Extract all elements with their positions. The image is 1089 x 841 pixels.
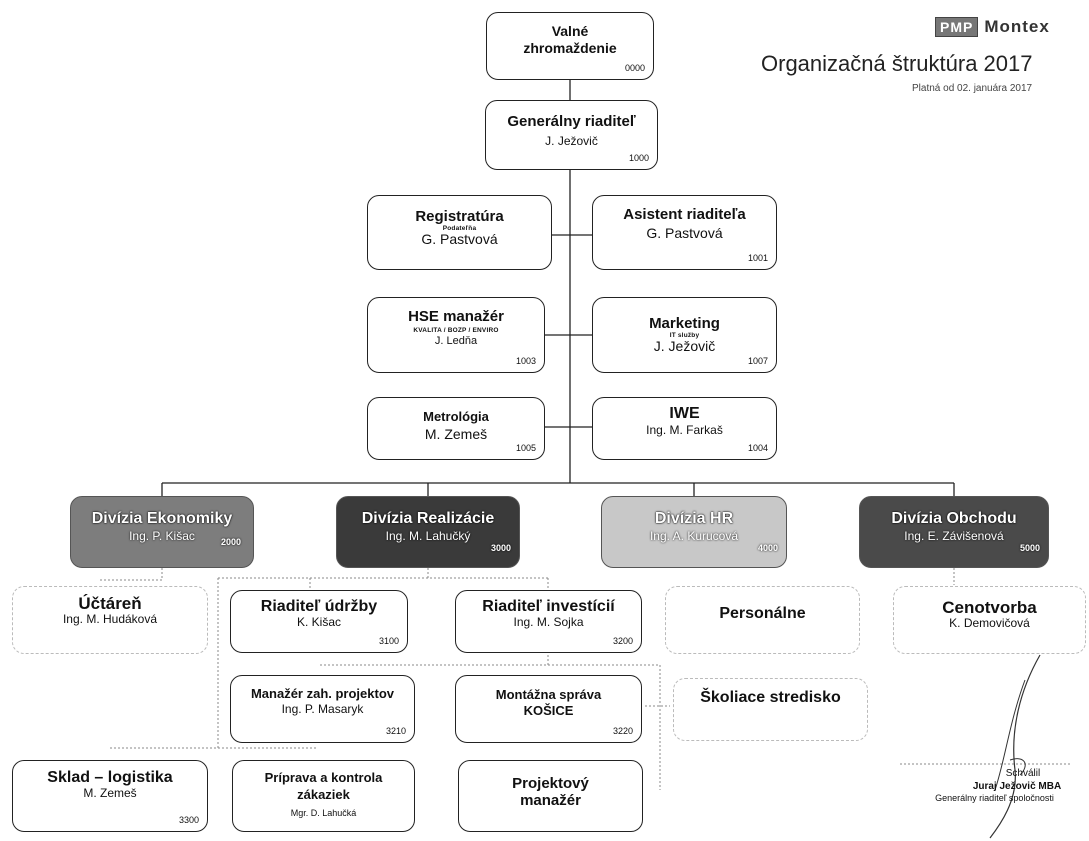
node-valne-zhromazdenie: Valné zhromaždenie 0000 [486,12,654,80]
division-title: Divízia HR [654,510,734,527]
division-code: 3000 [490,543,511,553]
brand-name: Montex [984,17,1050,36]
unit-personalne: Personálne [665,586,860,654]
node-name: J. Ježovič [545,134,598,148]
unit-name: M. Zemeš [83,786,137,800]
node-name: J. Ježovič [653,338,716,354]
unit-name: Mgr. D. Lahučká [290,808,357,818]
pmp-logo: PMP [935,17,979,37]
node-code: 1001 [747,253,768,263]
node-title: IWE [669,405,700,422]
unit-name: Ing. M. Hudáková [62,612,158,626]
node-title: Metrológia [423,409,489,424]
node-iwe: IWE Ing. M. Farkaš 1004 [592,397,777,460]
node-code: 1007 [747,356,768,366]
unit-name: KOŠICE [523,703,574,718]
node-sub: IT služby [669,332,700,339]
unit-uctaren: Účtáreň Ing. M. Hudáková [12,586,208,654]
unit-name: K. Demovičová [949,616,1030,630]
node-sub: Podateľňa [442,225,477,232]
node-generalny-riaditel: Generálny riaditeľ J. Ježovič 1000 [485,100,658,170]
unit-code: 3100 [378,636,399,646]
unit-code: 3220 [612,726,633,736]
unit-riaditel-udrzby: Riaditeľ údržby K. Kišac 3100 [230,590,408,653]
unit-manazer-zah-projektov: Manažér zah. projektov Ing. P. Masaryk 3… [230,675,415,743]
signature-mark [989,654,1041,839]
unit-title: Školiace stredisko [700,689,841,706]
division-ekonomiky: Divízia Ekonomiky Ing. P. Kišac 2000 [70,496,254,568]
node-metrologia: Metrológia M. Zemeš 1005 [367,397,545,460]
node-code: 1003 [515,356,536,366]
node-title: Valné zhromaždenie [523,23,617,56]
approval-label: Schválil [1005,768,1041,779]
division-obchodu: Divízia Obchodu Ing. E. Závišenová 5000 [859,496,1049,568]
header-brand: PMP Montex [935,14,1050,40]
unit-skoliace-stredisko: Školiace stredisko [673,678,868,741]
division-name: Ing. E. Závišenová [904,529,1004,543]
unit-riaditel-investicii: Riaditeľ investícií Ing. M. Sojka 3200 [455,590,642,653]
unit-priprava-kontrola: Príprava a kontrola zákaziek Mgr. D. Lah… [232,760,415,832]
unit-code: 3200 [612,636,633,646]
node-code: 1000 [628,153,649,163]
division-name: Ing. M. Lahučký [385,529,471,543]
node-title: HSE manažér [408,308,504,325]
node-name: G. Pastvová [646,225,723,241]
unit-title: Manažér zah. projektov [250,686,395,701]
unit-title: Účtáreň [78,594,142,613]
node-name: J. Ledňa [434,335,478,347]
node-name: Ing. M. Farkaš [646,423,723,437]
node-asistent-riaditela: Asistent riaditeľa G. Pastvová 1001 [592,195,777,270]
division-title: Divízia Realizácie [361,510,495,527]
unit-name: Ing. P. Masaryk [281,702,364,716]
unit-code: 3210 [385,726,406,736]
valid-from: Platná od 02. januára 2017 [912,83,1033,94]
division-code: 5000 [1019,543,1040,553]
division-realizacie: Divízia Realizácie Ing. M. Lahučký 3000 [336,496,520,568]
node-sub: KVALITA / BOZP / ENVIRO [413,327,499,334]
unit-title: Personálne [719,605,806,622]
unit-sklad-logistika: Sklad – logistika M. Zemeš 3300 [12,760,208,832]
node-name: G. Pastvová [421,231,498,247]
unit-cenotvorba: Cenotvorba K. Demovičová [893,586,1086,654]
unit-title: Cenotvorba [942,598,1037,617]
node-title: Marketing [649,315,720,332]
node-registratura: Registratúra Podateľňa G. Pastvová [367,195,552,270]
unit-name: Ing. M. Sojka [513,615,584,629]
unit-title: Montážna správa [495,687,602,702]
node-name: M. Zemeš [424,426,488,442]
division-name: Ing. A. Kurucová [649,529,739,543]
unit-title: Riaditeľ údržby [260,598,378,615]
node-marketing: Marketing IT služby J. Ježovič 1007 [592,297,777,373]
unit-title: Projektový manažér [512,775,589,809]
unit-title: Sklad – logistika [47,769,173,786]
division-name: Ing. P. Kišac [129,529,195,543]
node-title: Generálny riaditeľ [507,113,636,130]
unit-name: K. Kišac [296,615,341,629]
division-title: Divízia Ekonomiky [91,510,233,527]
unit-title: Riaditeľ investícií [482,598,615,615]
unit-montazna-sprava: Montážna správa KOŠICE 3220 [455,675,642,743]
division-code: 2000 [220,537,241,547]
node-code: 1005 [515,443,536,453]
division-title: Divízia Obchodu [891,510,1017,527]
node-title: Registratúra [415,208,504,225]
approval-name: Juraj Ježovič MBA [972,781,1062,792]
unit-projektovy-manazer: Projektový manažér [458,760,643,832]
unit-code: 3300 [178,815,199,825]
node-hse-manazer: HSE manažér KVALITA / BOZP / ENVIRO J. L… [367,297,545,373]
division-code: 4000 [757,543,778,553]
division-hr: Divízia HR Ing. A. Kurucová 4000 [601,496,787,568]
page-title: Organizačná štruktúra 2017 [761,51,1033,76]
approval-role: Generálny riaditeľ spoločnosti [935,793,1054,803]
node-code: 1004 [747,443,768,453]
node-code: 0000 [624,63,645,73]
node-title: Asistent riaditeľa [623,206,746,223]
unit-title: Príprava a kontrola zákaziek [264,770,383,802]
